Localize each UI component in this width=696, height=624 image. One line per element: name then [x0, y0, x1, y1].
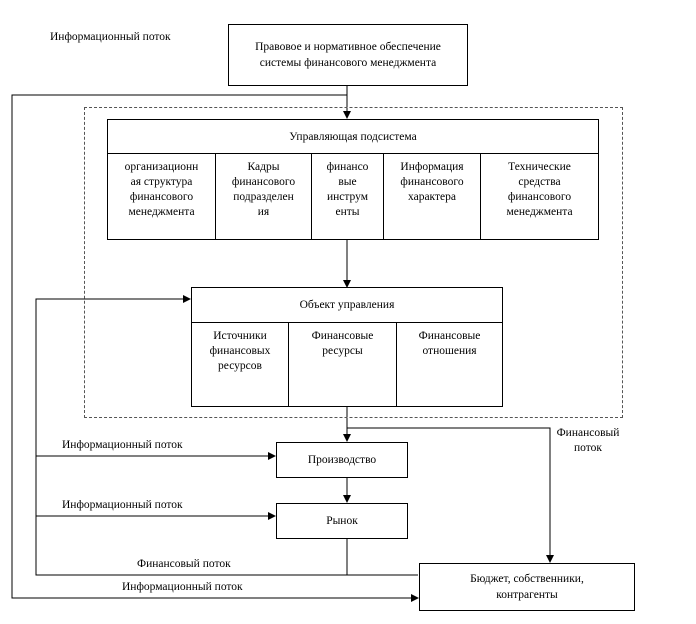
- cell-staff: Кадры финансового подразделен ия: [216, 154, 312, 239]
- outer-info-flow-line: [11, 94, 419, 602]
- label-info-flow-bottom: Информационный поток: [122, 581, 243, 593]
- financial-flow-bottom-line: [35, 295, 348, 576]
- label-info-flow-market: Информационный поток: [62, 499, 183, 511]
- market-box: Рынок: [276, 503, 408, 539]
- control-subsystem-title: Управляющая подсистема: [108, 120, 598, 154]
- label-info-flow-production: Информационный поток: [62, 439, 183, 451]
- control-object-cells: Источники финансовых ресурсов Финансовые…: [192, 323, 502, 406]
- control-subsystem-box: Управляющая подсистема организационн ая …: [107, 119, 599, 240]
- control-subsystem-cells: организационн ая структура финансового м…: [108, 154, 598, 239]
- cell-resources: Финансовые ресурсы: [289, 323, 397, 406]
- control-object-box: Объект управления Источники финансовых р…: [191, 287, 503, 407]
- cell-instruments: финансо вые инструм енты: [312, 154, 384, 239]
- cell-org-structure: организационн ая структура финансового м…: [108, 154, 216, 239]
- management-system-boundary: [84, 107, 623, 418]
- label-financial-flow-bottom: Финансовый поток: [137, 558, 231, 570]
- cell-technical-means: Технические средства финансового менеджм…: [506, 161, 573, 218]
- cell-relations: Финансовые отношения: [418, 330, 481, 357]
- cell-information: Информация финансового характера: [384, 154, 481, 239]
- control-object-title: Объект управления: [192, 288, 502, 323]
- label-info-flow-top: Информационный поток: [50, 31, 171, 43]
- cell-sources: Источники финансовых ресурсов: [192, 323, 289, 406]
- production-box: Производство: [276, 442, 408, 478]
- label-financial-flow-right: Финансовый поток: [556, 427, 620, 454]
- legal-support-box: Правовое и нормативное обеспечение систе…: [228, 24, 468, 86]
- financial-flow-right-line: [347, 427, 554, 563]
- budget-owners-box: Бюджет, собственники, контрагенты: [419, 563, 635, 611]
